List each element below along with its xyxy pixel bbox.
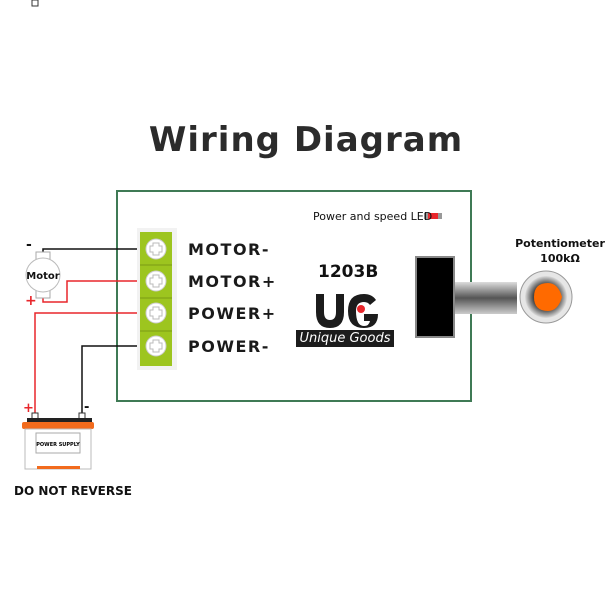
battery-pos-sign: +: [23, 401, 34, 416]
wire-motor-neg: [42, 248, 138, 262]
terminal-label-motor-neg: MOTOR-: [188, 240, 270, 259]
wire-power-neg: [81, 345, 138, 413]
diagram-title: Wiring Diagram: [148, 120, 464, 160]
wire-motor-pos: [42, 280, 138, 303]
battery-icon: [22, 0, 94, 470]
potentiometer-name: Potentiometer: [515, 237, 605, 250]
brand-name: Unique Goods: [296, 330, 394, 347]
screw-icon[interactable]: [145, 238, 167, 260]
screw-icon[interactable]: [145, 335, 167, 357]
motor-label: Motor: [26, 271, 59, 282]
potentiometer-value: 100kΩ: [540, 252, 580, 265]
potentiometer-label: Potentiometer 100kΩ: [512, 236, 608, 266]
motor-pos-sign: +: [25, 293, 37, 309]
motor-icon: [25, 251, 61, 299]
battery-neg-sign: -: [84, 400, 89, 415]
terminal-label-power-neg: POWER-: [188, 337, 270, 356]
wire-power-pos: [34, 312, 138, 413]
screw-icon[interactable]: [145, 302, 167, 324]
motor-neg-sign: -: [26, 237, 32, 253]
ug-logo-icon: [316, 294, 378, 328]
potentiometer-body: [415, 256, 517, 338]
led-label: Power and speed LED: [313, 210, 433, 223]
model-number: 1203B: [318, 262, 379, 282]
warning-text: DO NOT REVERSE: [14, 484, 132, 498]
led-indicator-icon: [424, 213, 442, 219]
terminal-label-power-pos: POWER+: [188, 304, 277, 323]
terminal-label-motor-pos: MOTOR+: [188, 272, 277, 291]
screw-icon[interactable]: [145, 270, 167, 292]
battery-label: POWER SUPPLY: [36, 442, 80, 448]
potentiometer-knob-icon[interactable]: [519, 270, 573, 324]
